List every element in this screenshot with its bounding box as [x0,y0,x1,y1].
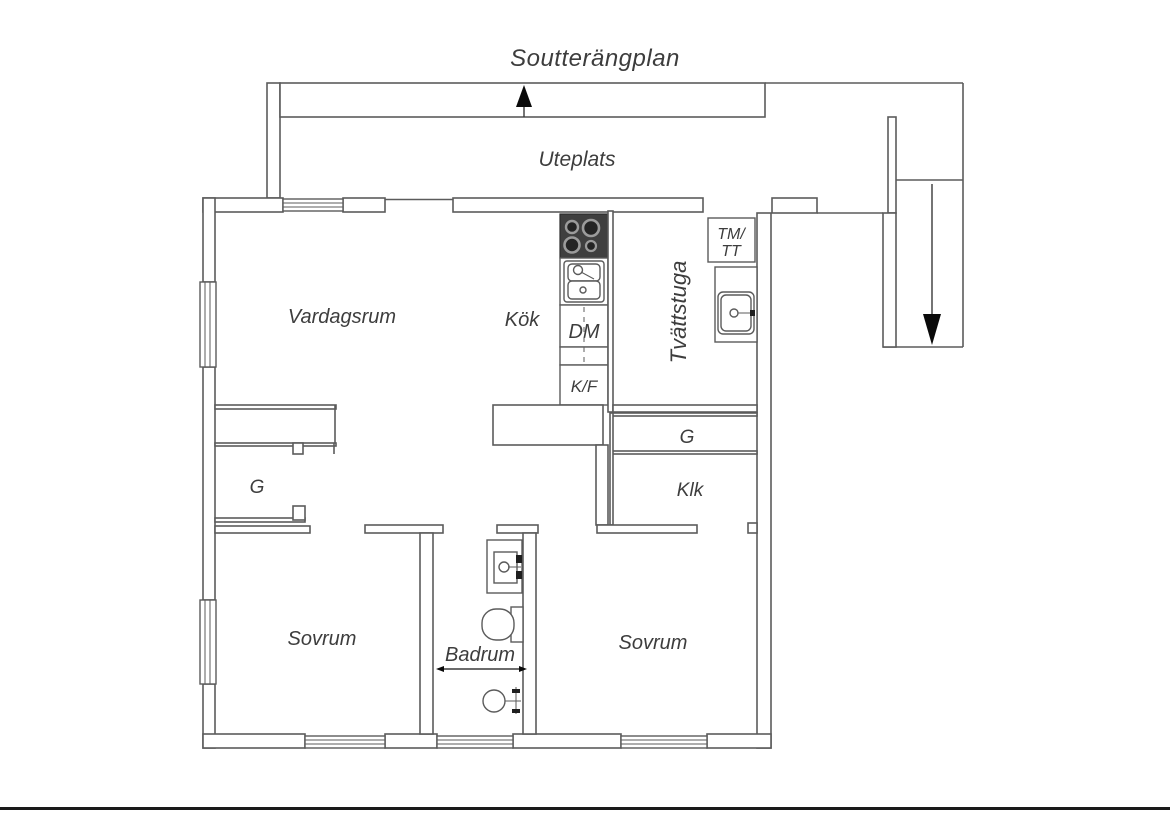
closets-right: G Klk [609,412,758,526]
south-hall-wall-seg1 [214,525,311,534]
label-tm: TM/ [717,226,746,243]
bottom-wall-seg3 [512,733,622,749]
kitchen-sink-icon [559,257,609,306]
room-badrum: Badrum [436,532,537,735]
page-title: Soutterängplan [510,45,680,72]
window-icon [282,198,344,212]
room-label-kok: Kök [505,309,540,331]
label-kf: K/F [571,377,599,396]
window-icon [199,281,217,368]
closet-left-top-wall [214,442,337,447]
room-label-vardagsrum: Vardagsrum [288,306,396,328]
klk-door-jamb [747,522,758,534]
label-tt: TT [721,243,742,260]
closet-divider-wall [611,450,758,455]
stove-icon [559,213,609,259]
page-bottom-divider [0,807,1170,810]
south-hall-wall-seg3 [496,524,539,534]
hall-walls [214,444,758,534]
bottom-wall-seg4 [706,733,772,749]
closet-top-wall [611,412,758,417]
laundry-south-wall [612,404,758,413]
apartment-outer-walls [199,197,883,749]
south-hall-wall-seg4 [596,524,698,534]
kitchen-area: Kök DM K/F [492,210,614,446]
room-sovrum-left: Sovrum [288,532,434,735]
top-wall-seg2 [342,197,386,213]
bedroom1-bathroom-wall [419,532,434,735]
room-label-tvattstuga: Tvättstuga [666,261,691,364]
stairs-down-arrow-icon [923,184,941,345]
bathroom-sink-icon [486,539,523,594]
shower-mixer-icon [482,687,521,714]
window-icon [436,735,514,749]
closet-left-jamb-top [292,442,304,455]
room-vardagsrum: Vardagsrum [214,306,396,443]
room-sovrum-right: Sovrum [619,632,688,654]
terrace-left-wall [266,82,281,199]
fridge-freezer-unit: K/F [559,364,609,406]
bottom-wall-seg1 [202,733,306,749]
livingroom-south-wall [214,404,337,410]
closet-left: G [214,442,337,523]
room-label-sovrum-right: Sovrum [619,632,688,654]
terrace-outline: Uteplats [266,82,964,348]
bottom-wall-seg2 [384,733,438,749]
hall-klk-wall [595,444,609,526]
room-tvattstuga: TM/ TT Tvättstuga [612,217,758,413]
laundry-sink-icon [714,266,758,343]
room-label-sovrum-left: Sovrum [288,628,357,650]
left-wall-seg1 [202,197,216,283]
washer-dryer-box: TM/ TT [707,217,756,263]
right-wall [756,212,772,749]
window-icon [304,735,386,749]
kitchen-laundry-wall [607,210,614,413]
kitchen-south-wall-block [492,404,604,446]
toilet-icon [481,606,524,643]
top-wall-seg3 [452,197,704,213]
window-icon [199,599,217,685]
entrance-up-arrow-icon [516,85,532,117]
room-label-garderob-left: G [250,477,265,498]
room-label-badrum: Badrum [445,644,515,666]
closet-left-wall [609,412,614,526]
room-label-garderob-right: G [680,427,695,448]
room-label-uteplats: Uteplats [538,148,616,171]
room-label-klk: Klk [677,480,705,501]
left-wall-seg2 [202,366,216,601]
stairwell-wall [882,212,897,348]
closet-left-bottom-wall [214,517,306,523]
terrace-divider-wall [887,116,897,214]
south-hall-wall-seg2 [364,524,444,534]
top-wall-seg4 [771,197,818,214]
bathroom-bedroom2-wall [522,532,537,735]
closet-left-jamb-bottom [292,505,306,521]
window-icon [620,735,708,749]
measure-arrow [436,666,527,672]
